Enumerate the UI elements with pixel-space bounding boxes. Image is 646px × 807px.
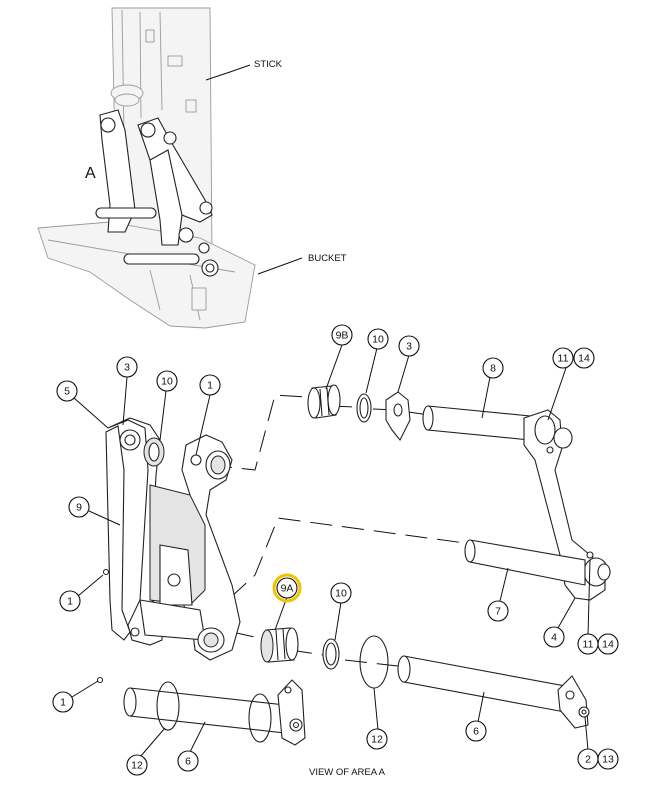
callout-circle: [487, 600, 509, 622]
callout-3-top: 3: [398, 335, 420, 357]
callout-number: 11: [558, 353, 569, 365]
view-caption: VIEW OF AREA A: [309, 767, 386, 778]
callout-11-top: 11: [552, 347, 574, 369]
bucket-outline: [37, 221, 256, 329]
callout-circle: [552, 347, 574, 369]
callout-circle: [366, 728, 388, 750]
callout-number: 7: [495, 606, 501, 618]
pin-7: [464, 539, 586, 586]
assembly-line-lower: [231, 631, 269, 641]
assembly-line-middle: [229, 517, 481, 599]
callout-5: 5: [56, 380, 78, 402]
callout-14-bottom: 14: [597, 633, 619, 655]
bolt-1-bottom: [96, 676, 104, 684]
callout-circle: [56, 380, 78, 402]
callout-circle: [156, 370, 178, 392]
callout-10-left: 10: [156, 370, 178, 392]
callout-number: 3: [124, 362, 130, 374]
callout-circle: [330, 582, 352, 604]
callout-number: 1: [67, 596, 73, 608]
callout-number: 14: [578, 353, 590, 365]
callout-number: 10: [335, 588, 347, 600]
callout-10-mid: 10: [330, 582, 352, 604]
overview-drawing: [37, 7, 256, 329]
callout-12-left: 12: [126, 754, 148, 776]
bearing-9a: [260, 627, 299, 663]
callout-number: 10: [372, 334, 384, 346]
callout-2: 2: [577, 748, 599, 770]
callout-9: 9: [68, 496, 90, 518]
callout-number: 12: [371, 734, 383, 746]
callout-circle: [482, 357, 504, 379]
callout-circle: [116, 356, 138, 378]
callout-number: 10: [161, 376, 173, 388]
callout-7: 7: [487, 600, 509, 622]
callout-13: 13: [597, 748, 619, 770]
pin-6-left: [123, 679, 306, 746]
callout-circle: [126, 754, 148, 776]
callout-1-bottom: 1: [52, 691, 74, 713]
callout-6-right: 6: [465, 720, 487, 742]
callout-10-top: 10: [367, 328, 389, 350]
link-assembly-left: [105, 417, 241, 661]
callout-circle: [276, 577, 298, 599]
callout-circle: [398, 335, 420, 357]
callout-circle: [199, 374, 221, 396]
callout-number: 6: [185, 756, 191, 768]
callout-number: 2: [585, 754, 591, 766]
callout-circle: [367, 328, 389, 350]
pin-6-right: [397, 655, 590, 729]
pin-8: [422, 405, 531, 441]
callout-circle: [177, 750, 199, 772]
callout-number: 11: [583, 639, 594, 651]
callout-circle: [573, 347, 595, 369]
callout-number: 13: [602, 754, 614, 766]
callout-4: 4: [543, 626, 565, 648]
callout-circle: [68, 496, 90, 518]
highlight-ring: [272, 573, 302, 603]
callout-number: 1: [207, 380, 213, 392]
bolt-1-mid: [102, 568, 110, 576]
view-letter: A: [85, 165, 96, 182]
callout-number: 9A: [281, 583, 294, 595]
callout-14-top: 14: [573, 347, 595, 369]
callout-circle: [465, 720, 487, 742]
callout-1-mid: 1: [59, 590, 81, 612]
callout-number: 9B: [336, 330, 349, 342]
callout-circle: [543, 626, 565, 648]
callout-3-left: 3: [116, 356, 138, 378]
callout-number: 8: [490, 363, 496, 375]
callout-number: 4: [551, 632, 557, 644]
callout-6-left: 6: [177, 750, 199, 772]
callout-9a: 9A: [272, 573, 302, 603]
callout-number: 12: [131, 760, 143, 772]
callout-8: 8: [482, 357, 504, 379]
callout-number: 9: [76, 502, 82, 514]
callout-number: 3: [406, 341, 412, 353]
stick-label: STICK: [254, 59, 283, 70]
callout-circle: [331, 324, 353, 346]
callout-1-top: 1: [199, 374, 221, 396]
callout-number: 6: [473, 726, 479, 738]
assembly-line-upper: [209, 394, 306, 471]
callout-12-mid: 12: [366, 728, 388, 750]
callout-circle: [59, 590, 81, 612]
callout-circle: [597, 633, 619, 655]
leader-lines: [71, 344, 591, 758]
callout-number: 14: [602, 639, 614, 651]
callout-11-bottom: 11: [577, 633, 599, 655]
callout-circle: [52, 691, 74, 713]
bearing-9b: [307, 384, 341, 419]
callout-9b: 9B: [331, 324, 353, 346]
bucket-label: BUCKET: [308, 253, 347, 264]
callout-number: 5: [64, 386, 70, 398]
callout-number: 1: [60, 697, 66, 709]
callout-circle: [597, 748, 619, 770]
